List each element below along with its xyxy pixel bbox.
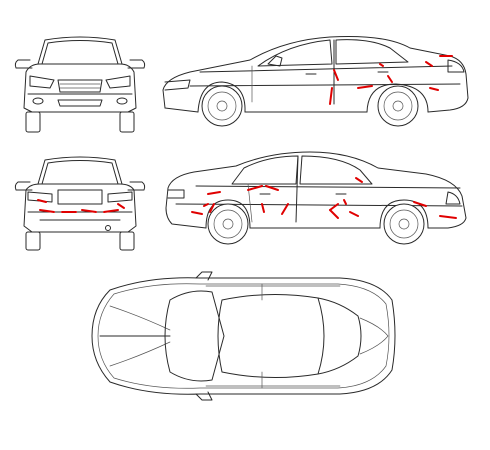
damage-mark (81, 209, 97, 213)
damage-mark (329, 203, 339, 211)
car-left-side-view (165, 151, 467, 245)
damage-mark (439, 215, 457, 219)
damage-mark (103, 209, 119, 213)
damage-mark (281, 203, 289, 215)
damage-mark (207, 191, 221, 195)
damage-mark (329, 209, 339, 219)
damage-mark (191, 211, 203, 215)
damage-mark (429, 87, 439, 91)
damage-mark (379, 63, 384, 67)
car-front-view (14, 36, 146, 133)
damage-mark (117, 203, 125, 209)
damage-mark (37, 199, 47, 203)
car-rear-view (14, 156, 146, 251)
damage-marks (37, 55, 457, 219)
damage-mark (413, 201, 427, 207)
car-top-view (91, 271, 396, 401)
damage-mark (247, 185, 263, 191)
damage-mark (329, 87, 333, 105)
damage-mark (343, 199, 347, 205)
damage-mark (203, 203, 209, 207)
damage-mark (357, 85, 373, 89)
damage-mark (425, 61, 433, 67)
car-right-side-view (162, 35, 469, 127)
damage-mark (355, 177, 363, 183)
damage-mark (39, 209, 55, 213)
damage-mark (261, 203, 265, 213)
damage-mark (349, 211, 359, 217)
damage-mark (333, 69, 339, 81)
damage-mark (209, 203, 215, 213)
damage-mark (387, 75, 393, 83)
damage-mark (265, 185, 279, 191)
